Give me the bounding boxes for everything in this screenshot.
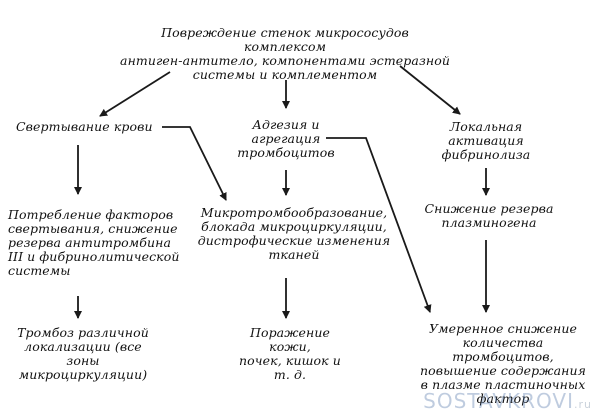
node-thrombosis: Тромбоз различной локализации (все зоны … bbox=[17, 325, 149, 382]
watermark-part-1: SOSTAV bbox=[423, 389, 508, 413]
arrow-top-to-coag bbox=[99, 71, 171, 117]
watermark-part-2: KROVI bbox=[507, 389, 574, 413]
node-microthrombosis: Микротромбообразование, блокада микроцир… bbox=[197, 205, 391, 262]
arrow-top-to-fibrinolysis bbox=[399, 65, 461, 115]
watermark-logo: SOSTAVKROVI.ru bbox=[423, 389, 592, 413]
node-organ-damage: Поражение кожи, почек, кишок и т. д. bbox=[239, 325, 341, 382]
node-microvessel-damage: Повреждение стенок микрососудов комплекс… bbox=[120, 25, 450, 82]
arrow-adhesion-to-platelets bbox=[326, 137, 432, 313]
node-platelet-adhesion: Адгезия и агрегация тромбоцитов bbox=[237, 117, 335, 160]
node-factor-consumption: Потребление факторов свертывания, снижен… bbox=[8, 207, 180, 278]
node-blood-coagulation: Свертывание крови bbox=[16, 119, 153, 134]
watermark-part-3: .ru bbox=[574, 398, 592, 411]
arrow-coag-to-microthrombi bbox=[162, 126, 227, 201]
node-fibrinolysis-activation: Локальная активация фибринолиза bbox=[441, 119, 531, 162]
node-plasminogen-reserve: Снижение резерва плазминогена bbox=[424, 201, 554, 230]
node-platelet-reduction: Умеренное снижение количества тромбоцито… bbox=[420, 321, 586, 406]
